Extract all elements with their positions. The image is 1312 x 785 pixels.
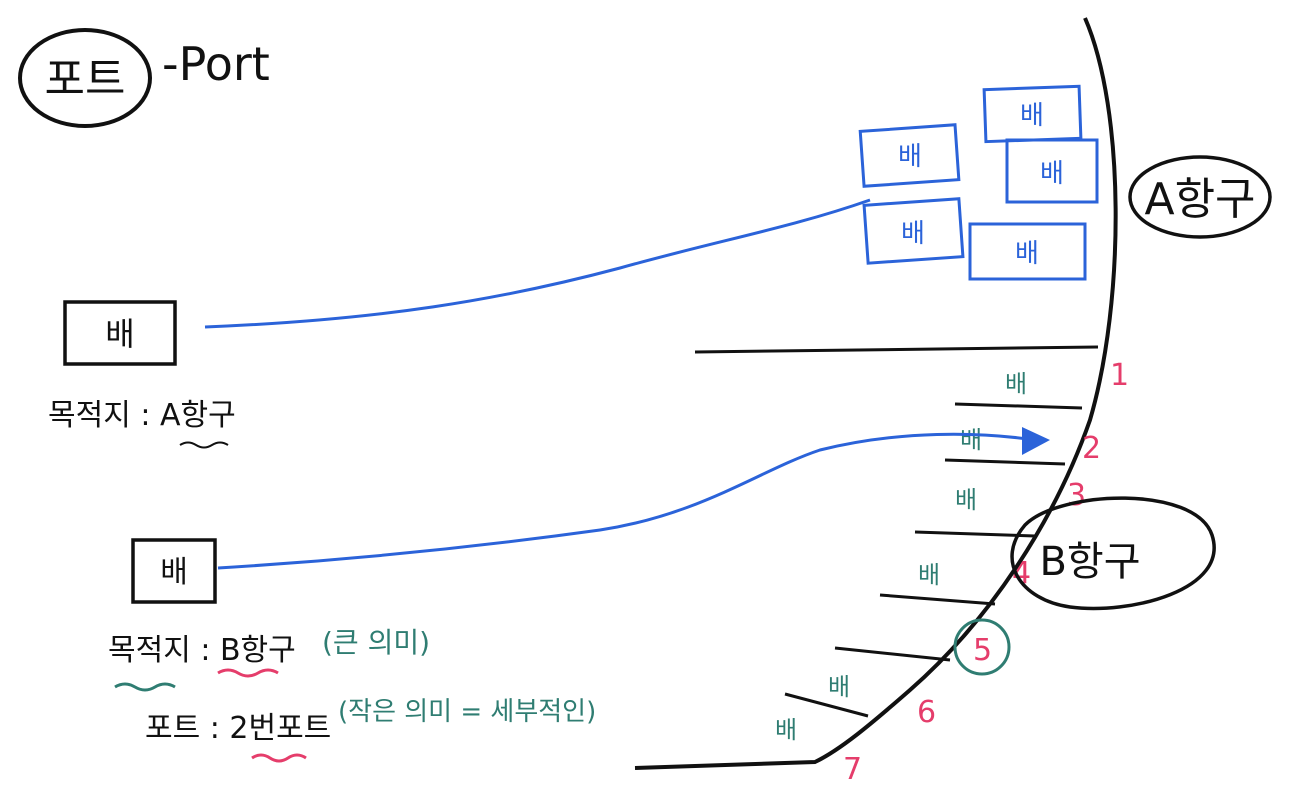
pier-line [954, 402, 1083, 410]
b-harbor-label: B항구 [1039, 539, 1140, 585]
coastline [634, 17, 1118, 770]
ship-1-label: 배 [105, 315, 134, 353]
pier-line [784, 692, 869, 718]
ship-2-route [217, 432, 1036, 570]
a-harbor-ship-labels: 배 배 배 배 배 [898, 101, 1064, 269]
docked-ship [1005, 138, 1099, 204]
berth-number: 2 [1082, 431, 1101, 466]
ship-label: 배 [1040, 159, 1064, 189]
ship-label: 배 [1005, 370, 1027, 398]
ship-1-destination: 목적지 : A항구 [48, 398, 236, 433]
ship-2-destination: 목적지 : B항구 [108, 633, 296, 668]
ship-2-port-note: (작은 의미 = 세부적인) [338, 697, 596, 727]
ship-label: 배 [960, 426, 982, 454]
ship-1-route [204, 198, 871, 329]
ship-2-arrowhead [1022, 427, 1050, 455]
ship-2-port: 포트 : 2번포트 [145, 711, 331, 746]
ship-label: 배 [918, 561, 940, 589]
pier-line [879, 593, 996, 606]
title-circle [18, 28, 152, 128]
ship-label: 배 [898, 142, 922, 172]
berth-number: 1 [1110, 358, 1129, 393]
title-english: -Port [162, 37, 270, 91]
ship-2-destination-underline-pink [217, 668, 279, 678]
a-harbor-label: A항구 [1144, 174, 1255, 225]
docked-ship [968, 222, 1087, 281]
title-korean: 포트 [45, 54, 126, 105]
ship-2-box [131, 538, 217, 604]
ship-1-destination-underline [179, 441, 229, 449]
docked-ship [858, 123, 961, 188]
ship-2-port-underline [251, 753, 307, 763]
ship-label: 배 [1015, 239, 1039, 269]
ship-label: 배 [1020, 101, 1044, 131]
ship-label: 배 [775, 716, 797, 744]
berth-5-circle [953, 618, 1011, 676]
a-harbor-ellipse [1128, 155, 1272, 239]
a-harbor-ships [858, 84, 1099, 281]
ship-2-label: 배 [160, 555, 188, 590]
berth-number: 5 [973, 633, 992, 668]
ship-2-destination-underline-teal [114, 682, 176, 692]
pier-line [694, 345, 1099, 354]
pier-line [834, 646, 951, 662]
pier-line [914, 530, 1036, 538]
ship-1-box [63, 300, 177, 366]
ship-2-destination-note: (큰 의미) [322, 626, 430, 659]
berth-number: 6 [917, 695, 936, 730]
b-harbor-ellipse [1010, 496, 1216, 611]
berth-number: 7 [843, 752, 862, 785]
docked-ship [862, 197, 965, 265]
ship-label: 배 [828, 673, 850, 701]
pier-lines [694, 345, 1099, 718]
pier-ship-labels: 배 배 배 배 배 배 [775, 370, 1027, 744]
pier-line [944, 458, 1066, 466]
ship-label: 배 [901, 219, 925, 249]
berth-number: 3 [1067, 478, 1086, 513]
berth-number: 4 [1012, 556, 1031, 591]
ship-label: 배 [955, 486, 977, 514]
